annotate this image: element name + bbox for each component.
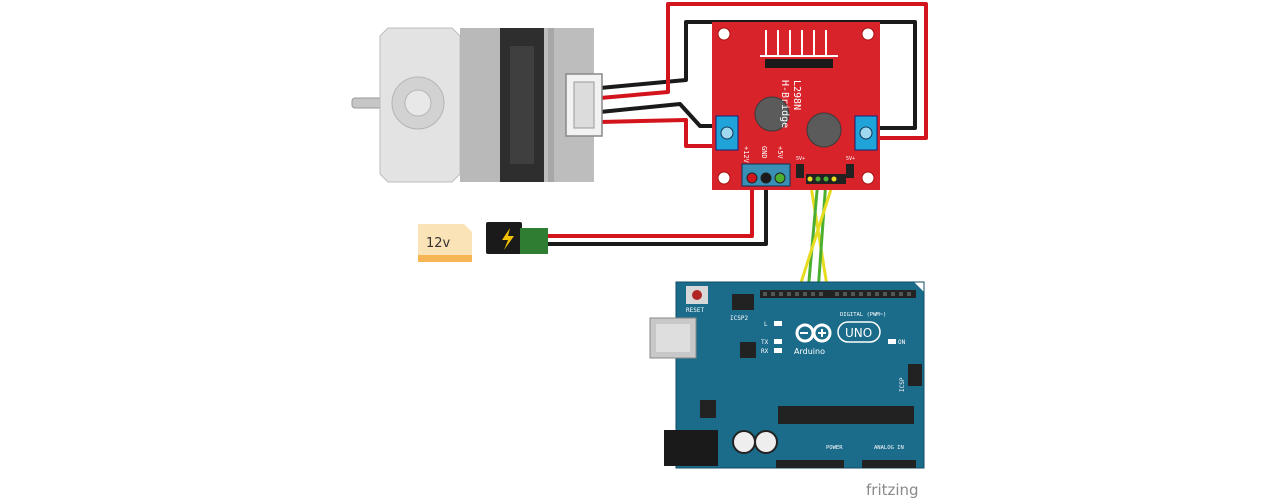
digital-pins	[763, 292, 911, 296]
signal-wire-yellow-1	[808, 178, 830, 294]
power-label: POWER	[826, 445, 843, 451]
pin-label-gnd: GND	[760, 146, 768, 159]
jumper-label-right: 5V+	[846, 156, 855, 162]
jumper-right	[846, 164, 854, 178]
capacitor-icon	[806, 112, 842, 148]
power-wire-black	[546, 178, 768, 246]
dc-power-supply: 12v	[418, 222, 548, 262]
on-led-icon	[888, 339, 896, 344]
icsp-label: ICSP	[899, 377, 906, 392]
psu-label-tag-stripe	[418, 255, 472, 262]
l298n-driver: L298N H-Bridge +12V GND +5V 5V+ 5V+	[712, 22, 880, 190]
chip-small	[740, 342, 756, 358]
led-tx-label: TX	[761, 339, 769, 346]
voltage-regulator	[700, 400, 716, 418]
motor-connector-inner	[573, 81, 595, 129]
usb-port-inner	[656, 324, 690, 352]
signal-wire-yellow-2	[796, 178, 836, 294]
motor-body-band	[510, 46, 534, 164]
led-l-label: L	[764, 321, 768, 328]
power-wire-red	[546, 178, 754, 238]
lightning-icon	[502, 228, 514, 250]
driver-title-line2: H-Bridge	[779, 80, 790, 128]
motor-wire-red-2	[598, 118, 720, 148]
heatsink	[760, 30, 838, 68]
arduino-model: UNO	[845, 326, 872, 340]
led-tx-icon	[774, 339, 782, 344]
pin-label-12v: +12V	[742, 146, 750, 164]
jumper-left	[796, 164, 804, 178]
power-terminal	[741, 163, 791, 187]
fritzing-brand: fritzing	[866, 481, 919, 499]
icsp-header	[908, 364, 922, 386]
signal-wire-green-2	[816, 178, 828, 294]
power-header	[776, 460, 844, 468]
motor-wire-black-2	[598, 102, 720, 128]
mount-hole-icon	[861, 27, 875, 41]
motor-wire-red-1	[598, 2, 928, 140]
led-rx-label: RX	[761, 348, 769, 355]
led-l-icon	[774, 321, 782, 326]
control-header	[806, 174, 846, 184]
terminal-right	[854, 115, 878, 151]
terminal-left	[715, 115, 739, 151]
signal-wire-green-1	[806, 178, 820, 294]
driver-board	[712, 22, 880, 190]
psu-label: 12v	[426, 236, 451, 251]
led-rx-icon	[774, 348, 782, 353]
icsp2-label: ICSP2	[730, 315, 748, 322]
driver-title-line1: L298N	[791, 80, 802, 110]
arduino-power-jack	[664, 430, 718, 466]
capacitor-icon	[732, 430, 756, 454]
dc-jack-pcb	[520, 228, 548, 254]
digital-label: DIGITAL (PWM~)	[840, 312, 886, 318]
motor-hub-inner	[404, 89, 432, 117]
psu-label-tag	[418, 224, 472, 262]
arduino-brand: Arduino	[794, 347, 825, 356]
analog-label: ANALOG IN	[874, 445, 904, 451]
reset-label: RESET	[686, 307, 704, 314]
analog-header	[862, 460, 916, 468]
pin-label-5v: +5V	[776, 146, 784, 159]
mount-hole-icon	[717, 171, 731, 185]
atmega-chip	[778, 406, 914, 424]
uno-badge	[837, 321, 881, 343]
mount-hole-icon	[717, 27, 731, 41]
arduino-uno: RESET ICSP2 L TX RX Arduino UNO ON	[649, 281, 925, 469]
capacitor-icon	[754, 430, 778, 454]
mount-hole-icon	[861, 171, 875, 185]
motor-body-edge	[548, 28, 554, 182]
stepper-motor	[351, 27, 603, 183]
jumper-label-left: 5V+	[796, 156, 805, 162]
on-label: ON	[898, 339, 906, 346]
arduino-logo	[795, 323, 832, 343]
motor-body-mid	[460, 28, 502, 182]
icsp2-header	[732, 294, 754, 310]
capacitor-icon	[754, 96, 790, 132]
reset-icon	[692, 290, 702, 300]
